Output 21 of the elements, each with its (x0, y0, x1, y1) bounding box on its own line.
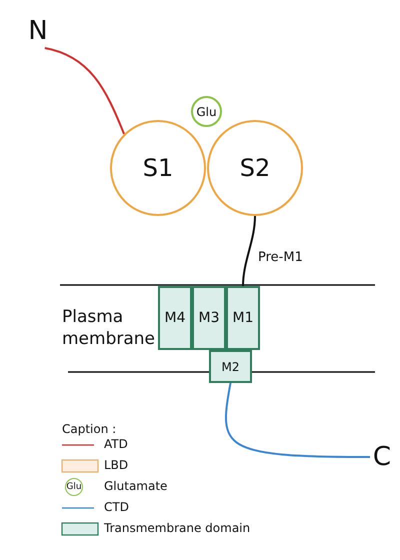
legend-label: ATD (104, 437, 128, 451)
connector-line (242, 216, 256, 286)
glutamate-sample-icon: Glu (65, 478, 83, 496)
transmembrane-box: M2 (209, 350, 252, 383)
transmembrane-box: M3 (192, 286, 226, 350)
legend-label: LBD (104, 458, 128, 472)
transmembrane-box: M4 (158, 286, 192, 350)
membrane-label: Plasma membrane (62, 306, 156, 350)
legend-label: Transmembrane domain (104, 521, 250, 535)
legend-title: Caption : (62, 422, 116, 436)
domain-circle: S1 (110, 120, 206, 216)
terminal-letter: N (26, 14, 50, 48)
domain-circle: S2 (207, 120, 303, 216)
glutamate-circle: Glu (191, 96, 222, 127)
legend-label: CTD (104, 500, 129, 514)
transmembrane-box: M1 (226, 286, 260, 350)
edge-label: Pre-M1 (258, 250, 303, 265)
connector-line (225, 382, 370, 458)
legend-label: Glutamate (104, 479, 168, 493)
connector-line (44, 47, 125, 134)
terminal-letter: C (370, 440, 394, 474)
